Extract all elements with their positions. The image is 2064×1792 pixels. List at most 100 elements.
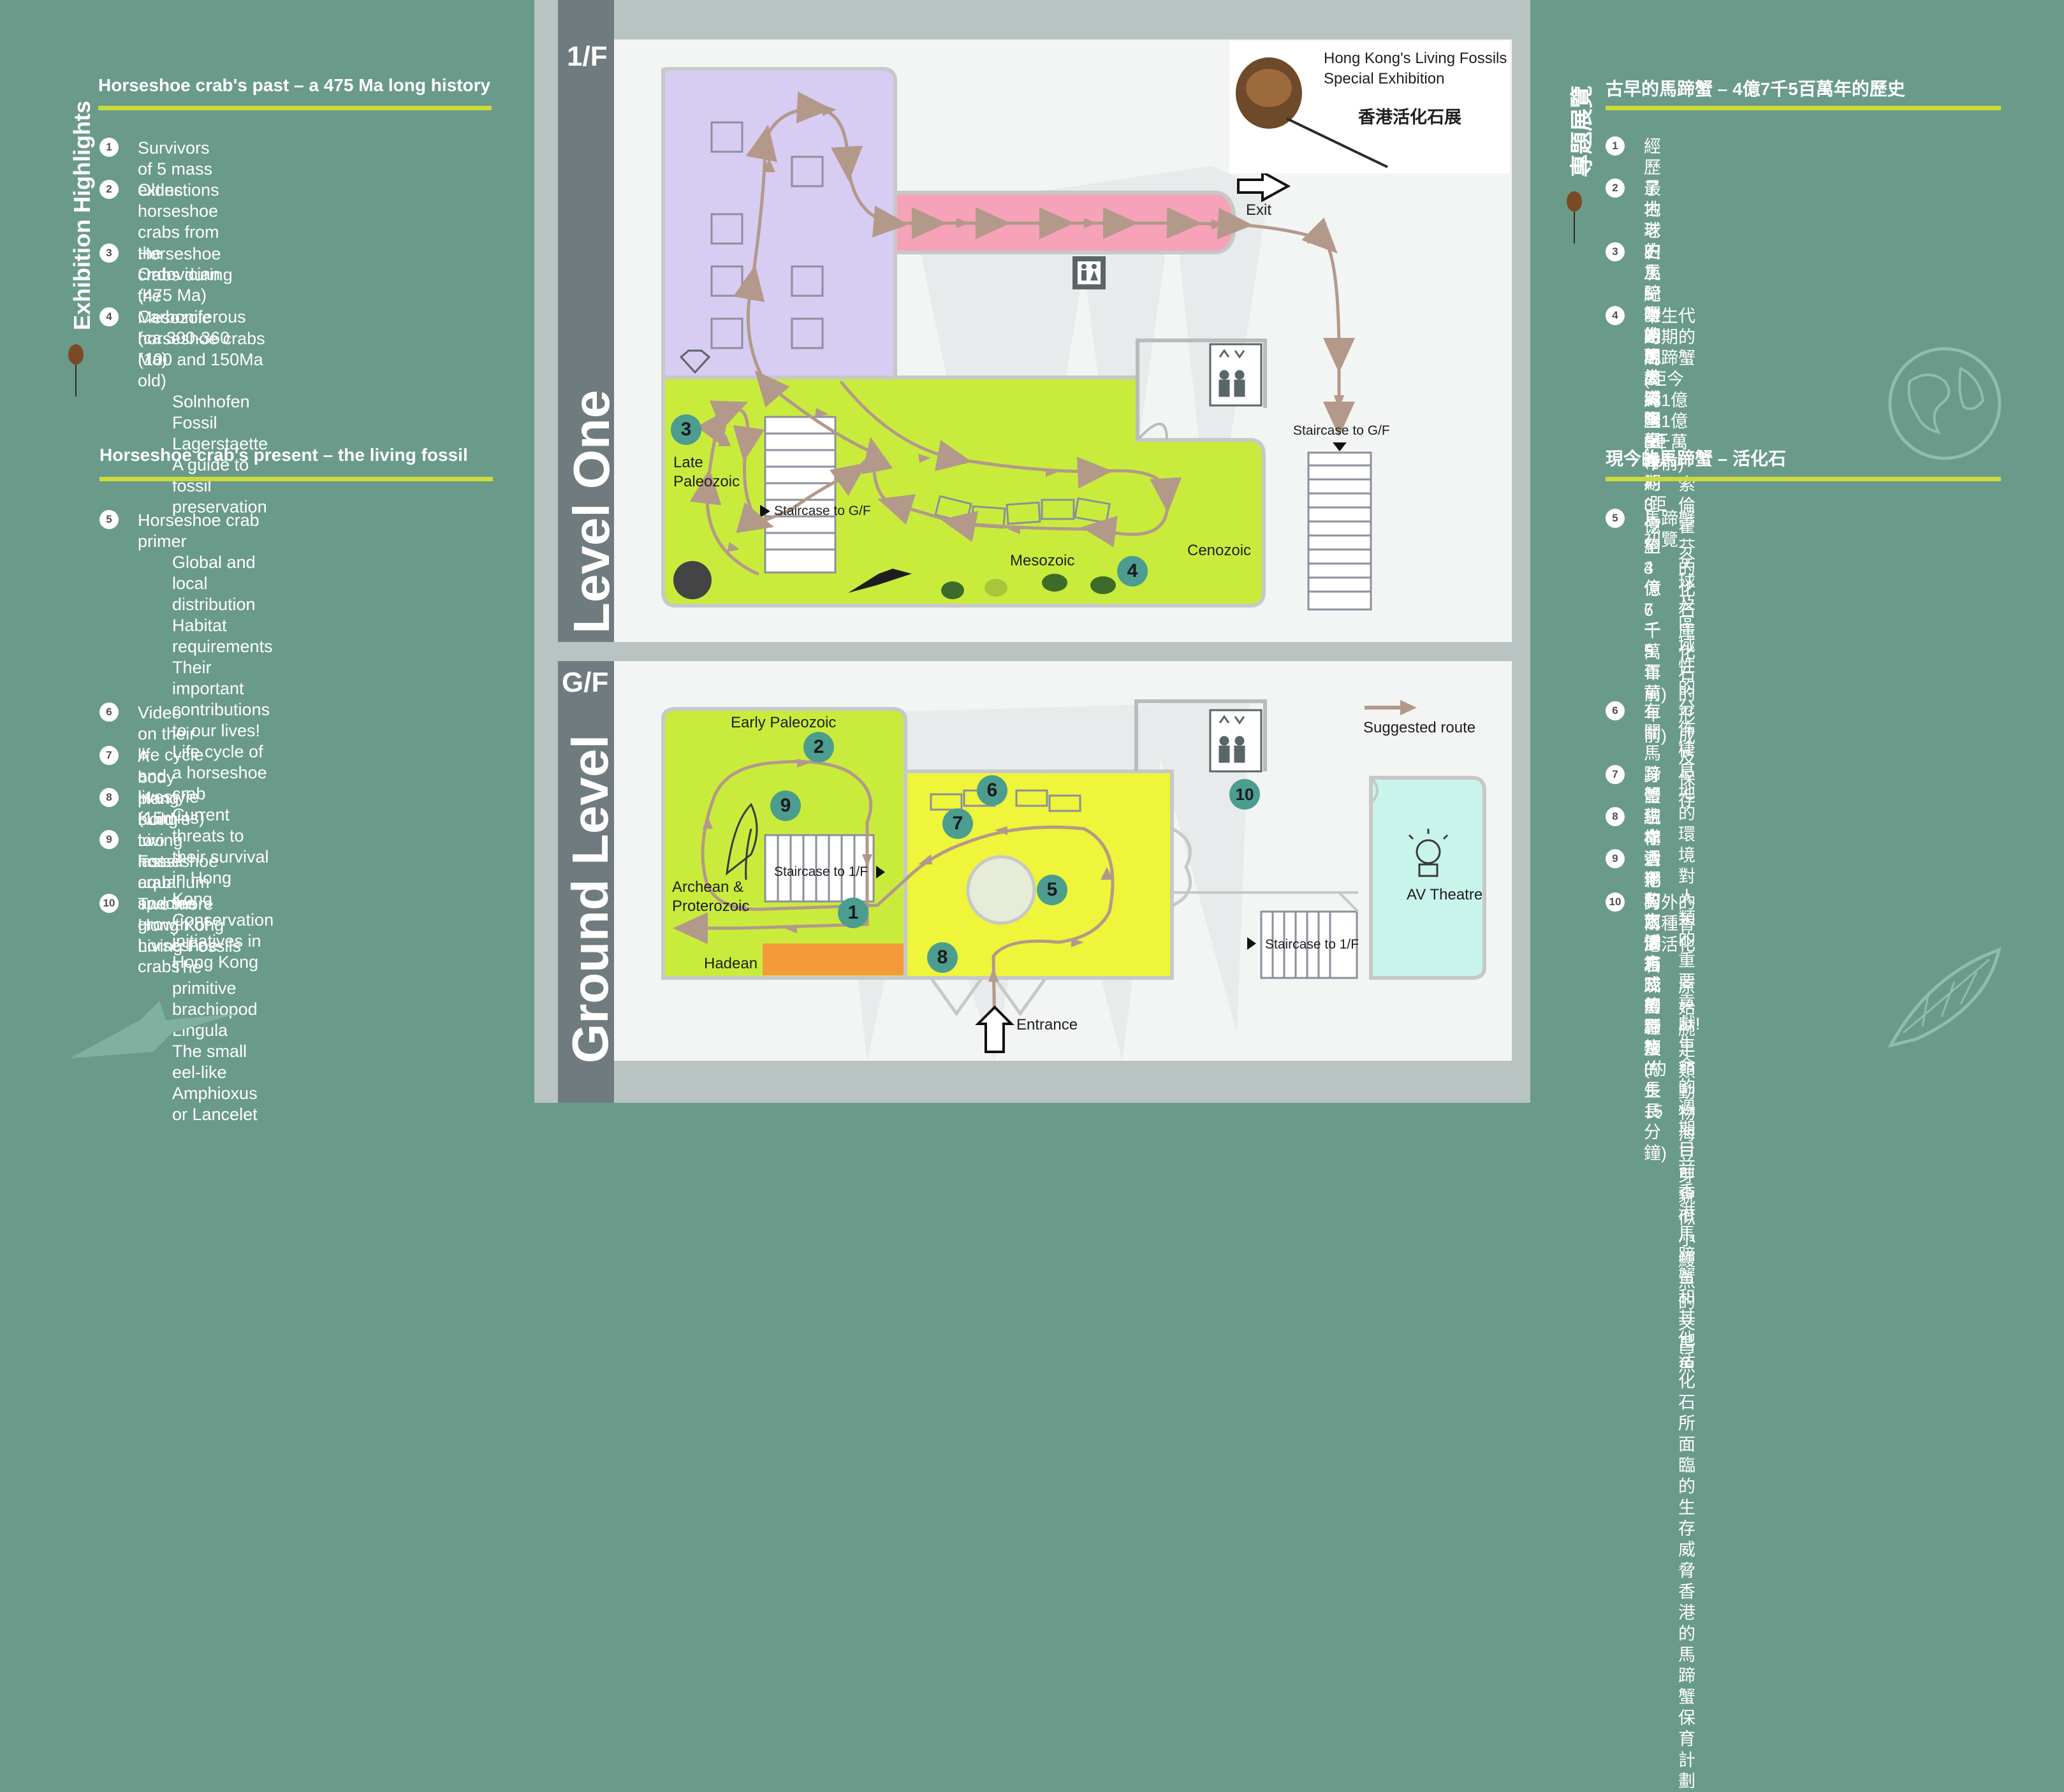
fern-icon (726, 803, 758, 880)
legend-text: Hong Kong's two horseshoe crab species (138, 788, 218, 914)
archean-label-1: Archean & (672, 878, 744, 896)
legend-number-badge: 4 (99, 307, 119, 326)
inner-staircase-label: Staircase to G/F (774, 504, 871, 518)
cn-present-heading: 現今的馬蹄蟹 – 活化石 (1606, 449, 1787, 469)
lift-icon (1209, 343, 1263, 407)
legend-subline: Kong (172, 889, 213, 908)
cn-past-heading: 古早的馬蹄蟹 – 4億7千5百萬年的歷史 (1606, 79, 1905, 99)
logo-line2: Special Exhibition (1324, 70, 1445, 87)
marker-9: 9 (770, 790, 801, 821)
legend-line: (距今約4億7千5百萬年前) (1644, 495, 1667, 745)
legend-number-badge: 2 (1606, 178, 1625, 198)
past-heading: Horseshoe crab's past – a 475 Ma long hi… (98, 75, 491, 95)
legend-number-badge: 3 (99, 244, 119, 263)
legend-text: Living Fossil aquarium and the growth of… (138, 830, 218, 977)
route-arrowheads-level-one (718, 105, 1344, 552)
legend-subline: 棲息地的環境 (1678, 741, 1695, 865)
projector-icon (1408, 829, 1449, 877)
legend-line: 另外的兩種香港活化石 (1644, 893, 1695, 975)
legend-line: (ca 300-360 Ma) (138, 328, 230, 368)
route-arrowheads-ground (703, 759, 1113, 982)
legend-subline: Global and local distribution (172, 553, 256, 614)
legend-line: (475 Ma) (138, 286, 207, 305)
legend-text: Video on their life cycle and livestyle … (138, 703, 205, 829)
legend-line: 有關馬蹄蟹生命週期和生活方式的影片 (1644, 702, 1661, 1058)
legend-line: Survivors of 5 mass extinctions (138, 138, 219, 200)
staircase-ground-left (764, 834, 875, 903)
entrance-arrow-icon (975, 1005, 1014, 1053)
marker-7: 7 (942, 808, 973, 839)
legend-line: 身體結構 (1644, 766, 1661, 848)
legend-number-badge: 10 (1606, 892, 1625, 912)
entrance-label: Entrance (1016, 1016, 1078, 1033)
cn-past-heading-rule (1606, 106, 2001, 110)
legend-number-badge: 1 (99, 138, 119, 157)
lavender-room (661, 67, 897, 379)
marker-3: 3 (671, 414, 701, 445)
legend-subline: 索倫霍芬的化石庫 (1678, 475, 1695, 641)
legend-line: Living Fossil aquarium and the growth of (138, 831, 210, 934)
legend-line: (距今約3億至3億6千萬年前) (1644, 432, 1667, 704)
level-one-sidebar (558, 0, 614, 642)
legend-line: 現存香港的兩個馬蹄蟹種類 (1644, 808, 1661, 1058)
floor-plan-svg (661, 41, 1510, 1061)
legend-line: Horseshoe crabs during the Carboniferous (138, 244, 246, 326)
marker-10: 10 (1229, 779, 1260, 810)
legend-line: horseshoe crabs (138, 936, 219, 976)
legend-number-badge: 4 (1606, 306, 1625, 325)
legend-number-badge: 1 (1606, 136, 1625, 156)
present-heading: Horseshoe crab's present – the living fo… (99, 445, 468, 465)
early-paleozoic-label: Early Paleozoic (731, 714, 837, 731)
legend-line: (距今約1億至1億5千萬年前) (1644, 370, 1688, 473)
marker-4: 4 (1117, 556, 1148, 586)
level-one-tag: 1/F (567, 41, 608, 72)
logo-line1: Hong Kong's Living Fossils (1324, 50, 1507, 67)
legend-subline: 貌似小鰻魚的文昌魚 (1678, 1188, 1695, 1375)
legend-line: 中生代時期的馬蹄蟹 (1644, 307, 1695, 368)
staircase-level-one-right (1307, 451, 1372, 611)
legend-line: 石灰紀時期的馬蹄蟹 (1644, 243, 1661, 430)
dinosaur-footprint-icons (848, 569, 1116, 599)
legend-text: 身體結構 (1644, 765, 1661, 849)
legend-number-badge: 5 (1606, 509, 1625, 528)
staircase-to-1f-right-label: Staircase to 1/F (1265, 937, 1359, 952)
legend-text: Survivors of 5 mass extinctions (138, 138, 219, 201)
legend-subline: Habitat requirements (172, 616, 273, 656)
legend-line: 經歷了地球史上5次生態大滅絕事件 (1644, 137, 1661, 472)
staircase-level-one-inner (764, 416, 837, 574)
present-heading-rule (99, 477, 493, 481)
av-theatre-label: AV Theatre (1407, 886, 1483, 903)
staircase-ground-right (1260, 910, 1358, 979)
aquarium-icon (966, 855, 1036, 925)
legend-subline: 全球及區域性的分佈 (1678, 551, 1695, 739)
marker-6: 6 (977, 775, 1007, 806)
legend-subline: The primitive brachiopod Lingula (172, 958, 258, 1040)
horseshoe-crab-icon (1567, 191, 1582, 244)
toilet-icon (1072, 256, 1106, 289)
late-paleozoic-label-1: Late (673, 454, 703, 471)
archean-label-2: Proterozoic (672, 898, 750, 915)
legend-text: Mesozoic horseshoe crabs (100 and 150Ma … (138, 307, 268, 518)
cn-present-heading-rule (1606, 477, 2001, 481)
legend-text: A body plan build to last (138, 746, 175, 872)
marker-1: 1 (838, 898, 868, 928)
legend-text: 石灰紀時期的馬蹄蟹 (距今約3億至3億6千萬年前) (1644, 242, 1667, 705)
horseshoe-crab-icon (68, 344, 84, 397)
legend-text: Horseshoe crabs during the Carboniferous… (138, 244, 246, 370)
legend-subline: Current threats to their survival in Hon… (172, 805, 269, 887)
legend-line: A body plan build to last (138, 747, 175, 871)
legend-text: 最古老的馬蹄蟹始現於奧陶紀時期(距今約4億7千5百萬年前) (1644, 178, 1667, 747)
legend-text: Oldest horseshoe crabs from the Ordovici… (138, 180, 220, 306)
legend-subline: 香港的馬蹄蟹保育計劃 (1678, 1582, 1695, 1791)
legend-line: Hong Kong's two horseshoe crab species (138, 789, 219, 913)
hadean-label: Hadean (704, 955, 758, 972)
staircase-to-1f-left-label: Staircase to 1/F (774, 864, 868, 879)
legend-line: Horseshoe crab primer (138, 511, 260, 551)
legend-number-badge: 8 (99, 788, 119, 807)
legend-text: 經歷了地球史上5次生態大滅絕事件 (1644, 136, 1661, 473)
left-legend-panel: Exhibition Highlights Horseshoe crab's p… (0, 0, 534, 1124)
globe-icon (1888, 347, 2002, 460)
legend-text: 中生代時期的馬蹄蟹(距今約1億至1億5千萬年前)索倫霍芬的化石庫化石的形成及保存 (1644, 306, 1695, 811)
